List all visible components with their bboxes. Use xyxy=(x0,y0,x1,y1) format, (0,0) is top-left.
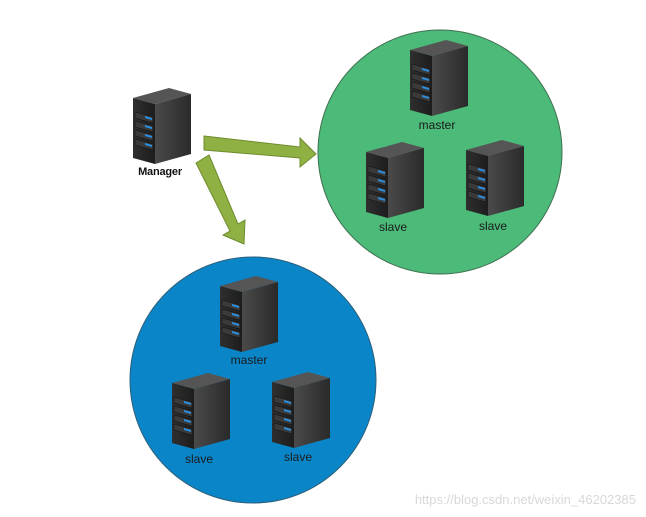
blue-master-server-icon xyxy=(219,275,279,353)
arrow-manager-to-green xyxy=(203,135,317,169)
green-slave-label-2: slave xyxy=(478,219,508,233)
green-slave-label-1: slave xyxy=(378,220,408,234)
green-master-label: master xyxy=(418,118,456,132)
blue-slave-label-1: slave xyxy=(184,452,214,466)
green-slave-server-icon-1 xyxy=(365,141,425,219)
blue-slave-label-2: slave xyxy=(283,450,313,464)
watermark-text: https://blog.csdn.net/weixin_46202385 xyxy=(414,492,636,507)
manager-label: Manager xyxy=(138,166,182,178)
green-master-server-icon xyxy=(409,39,469,117)
green-slave-server-icon-2 xyxy=(465,139,525,217)
manager-server-icon xyxy=(132,87,192,165)
blue-slave-server-icon-1 xyxy=(171,372,231,450)
blue-slave-server-icon-2 xyxy=(271,371,331,449)
arrow-manager-to-blue xyxy=(195,154,246,245)
blue-master-label: master xyxy=(230,353,268,367)
